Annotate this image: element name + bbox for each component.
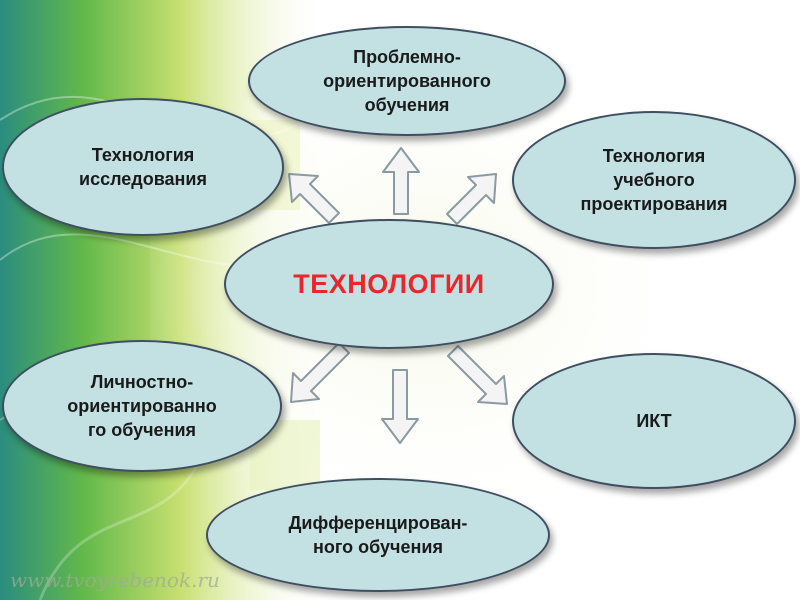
node-project-technology: Технология учебного проектирования [512, 111, 796, 249]
watermark-text: www.tvoyrebenok.ru [10, 568, 220, 592]
node-differentiated: Дифференцирован- ного обучения [206, 478, 550, 592]
node-research-technology: Технология исследования [2, 98, 284, 236]
node-personality-oriented: Личностно- ориентированно го обучения [2, 340, 282, 472]
node-ikt: ИКТ [512, 353, 796, 489]
node-technologies-center: ТЕХНОЛОГИИ [224, 219, 554, 349]
node-problem-oriented: Проблемно- ориентированного обучения [248, 26, 566, 136]
